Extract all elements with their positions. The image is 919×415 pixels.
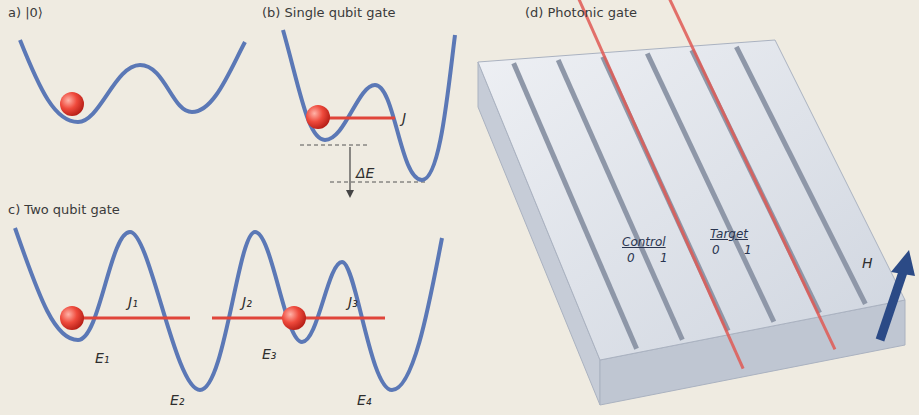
level-line [330, 182, 425, 183]
waveguide [514, 63, 637, 348]
arrow-head [346, 190, 354, 198]
port-label: 1 [660, 252, 668, 266]
waveguide [736, 47, 865, 304]
potential-well [20, 40, 245, 122]
waveguide [558, 60, 682, 340]
energy-label: ΔE [356, 165, 374, 181]
field-arrow [880, 272, 903, 340]
tunnel-line [78, 317, 190, 320]
panel-title: a) |0⟩ [8, 6, 43, 21]
energy-label: E₂ [170, 392, 184, 408]
photon-beam [559, 0, 743, 369]
panel-title: c) Two qubit gate [8, 203, 120, 218]
energy-label: E₃ [262, 346, 276, 362]
port-label: Control [622, 236, 666, 250]
port-label: 0 [627, 252, 635, 266]
port-label: Target [710, 228, 748, 242]
level-line [300, 145, 370, 146]
energy-label: E₄ [357, 392, 371, 408]
energy-arrow [349, 147, 350, 194]
coupling-label: J₃ [348, 294, 358, 310]
coupling-label: J₁ [128, 294, 138, 310]
chip-top [478, 40, 905, 360]
energy-label: E₁ [95, 350, 109, 366]
particle [60, 92, 84, 116]
particle [60, 306, 84, 330]
potential-well [15, 228, 442, 390]
port-label: 1 [744, 244, 752, 258]
coupling-label: J [402, 110, 406, 126]
port-label: 0 [712, 244, 720, 258]
field-label: H [862, 255, 873, 271]
panel-title: (d) Photonic gate [525, 6, 637, 21]
waveguides [514, 0, 866, 369]
arrow-head [891, 250, 915, 276]
tunnel-line [305, 317, 385, 320]
particle [282, 306, 306, 330]
tunnel-line [212, 317, 290, 320]
particle [306, 105, 330, 129]
potential-well [283, 30, 455, 180]
coupling-label: J₂ [242, 294, 252, 310]
panel-title: (b) Single qubit gate [262, 6, 396, 21]
